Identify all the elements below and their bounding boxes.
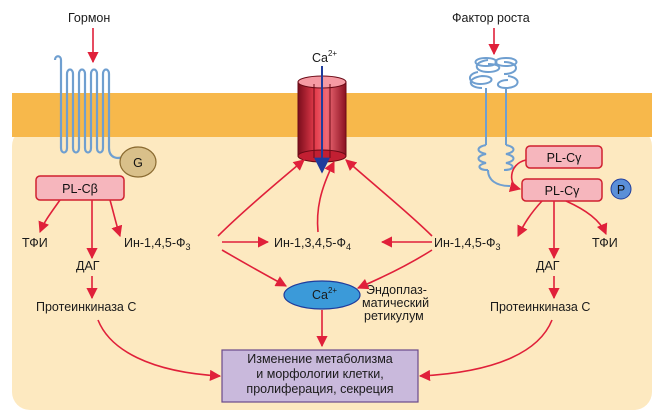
g-protein-label: G	[133, 156, 143, 170]
cytoplasm	[12, 128, 652, 410]
er-label-line2: матический	[362, 296, 429, 310]
arrows-left	[38, 159, 335, 382]
plc-gamma-box-1	[525, 145, 603, 169]
plcg-activation-arrow	[508, 159, 527, 192]
ip3-right-label: Ин-1,4,5-Ф3	[434, 236, 501, 252]
er-label-line1: Эндоплаз-	[366, 283, 427, 297]
plc-gamma-label-2: PL-Cγ	[545, 184, 580, 198]
phosphate-circle	[610, 178, 632, 200]
result-line1: Изменение метаболизма	[247, 352, 393, 366]
phosphate-label: P	[617, 183, 625, 197]
hormone-label: Гормон	[68, 11, 110, 25]
ca-top-label: Ca2+	[312, 49, 337, 65]
dag-right-label: ДАГ	[536, 259, 560, 273]
plc-gamma-box-2	[521, 178, 603, 202]
tfi-right-label: ТФИ	[592, 236, 618, 250]
growth-factor-receptor	[469, 57, 519, 187]
er-ellipse	[283, 280, 361, 310]
ip4-label: Ин-1,3,4,5-Ф4	[274, 236, 351, 252]
dag-left-label: ДАГ	[76, 259, 100, 273]
tfi-left-label: ТФИ	[22, 236, 48, 250]
growth-factor-label: Фактор роста	[452, 11, 530, 25]
hormone-receptor	[53, 55, 125, 159]
arrows-right	[345, 159, 608, 382]
result-line2: и морфологии клетки,	[256, 367, 383, 381]
g-protein	[119, 146, 157, 178]
plc-beta-box	[35, 175, 125, 201]
ip3-left-label: Ин-1,4,5-Ф3	[124, 236, 191, 252]
plc-gamma-label-1: PL-Cγ	[547, 151, 582, 165]
result-line3: пролиферация, секреция	[246, 382, 393, 396]
result-box	[221, 349, 419, 403]
plc-beta-label: PL-Cβ	[62, 182, 98, 196]
pkc-left-label: Протеинкиназа С	[36, 300, 136, 314]
ca-er-label: Ca2+	[312, 286, 337, 302]
pkc-right-label: Протеинкиназа С	[490, 300, 590, 314]
er-label-line3: ретикулум	[364, 309, 424, 323]
